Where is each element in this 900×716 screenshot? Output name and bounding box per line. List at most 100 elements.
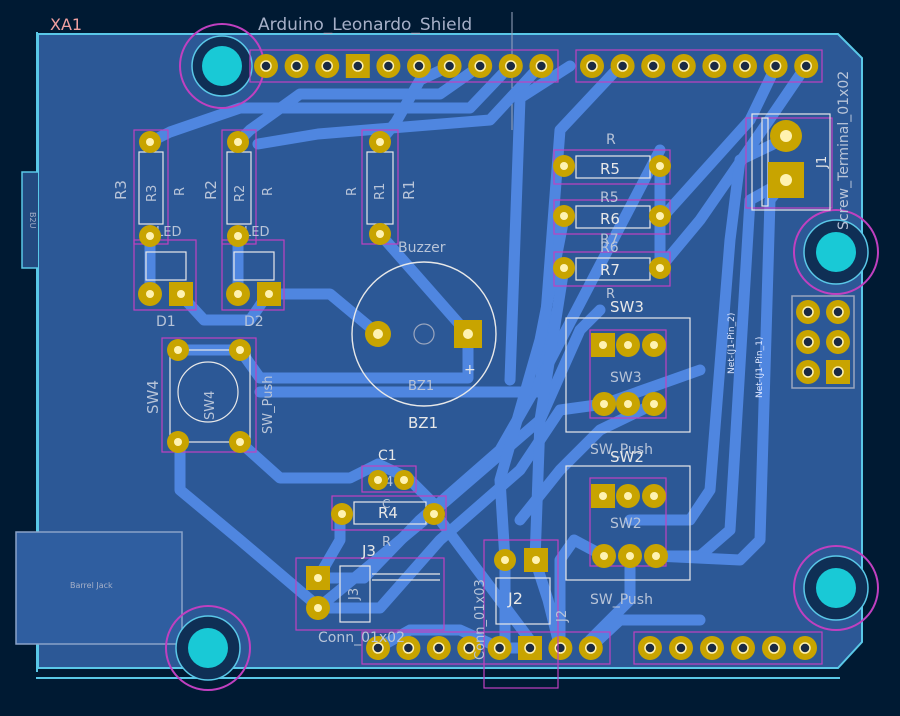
sw4-pad-3 [167, 431, 189, 453]
header-top-right-pin-4 [671, 54, 696, 78]
sw2-ref: SW2 [610, 448, 644, 466]
net-j1-pin2: Net-(J1-Pin_2) [727, 313, 737, 374]
r4-pad-1 [331, 503, 353, 525]
buzzer-plus: + [464, 362, 476, 378]
buzzer-pad-2 [454, 320, 482, 348]
r1-pad-1 [369, 131, 391, 153]
j3-fab: J3 [347, 588, 362, 601]
c1-ref: C1 [378, 448, 397, 464]
r5-pad-2 [649, 155, 671, 177]
header-bottom-left-pin-3 [426, 636, 451, 660]
r3-val: R [173, 187, 188, 196]
header-top-right-pin-2 [610, 54, 635, 78]
header-top-right-pin-1 [580, 54, 604, 78]
r7-pad-1 [553, 257, 575, 279]
header-bottom-right [633, 631, 823, 665]
d1-ref: D1 [156, 314, 176, 330]
r3-pad-1 [139, 131, 161, 153]
r2-pad-1 [227, 131, 249, 153]
header-bottom-right-pin-4 [731, 636, 755, 660]
barrel-jack-label: Barrel Jack [70, 581, 113, 590]
terminal-value-vertical: Screw_Terminal_01x02 [836, 71, 852, 230]
header-top-left-pin-8 [468, 54, 493, 78]
sw2-fab: SW2 [610, 516, 642, 532]
header-top-left-pin-4 [345, 54, 370, 78]
r2-fab: R2 [233, 185, 248, 202]
icsp-outline [791, 295, 855, 389]
r7-pad-2 [649, 257, 671, 279]
r6-pad-1 [553, 205, 575, 227]
header-top-left-pin-1 [254, 54, 278, 78]
board-outer-edge [36, 32, 38, 672]
header-bottom-right-pin-2 [669, 636, 693, 660]
header-bottom-left [361, 631, 611, 665]
j2-ref: J2 [507, 589, 523, 608]
r4-pad-2 [423, 503, 445, 525]
r6-val: R6 [600, 240, 619, 256]
barrel-jack-outline [15, 531, 183, 645]
r5-val: R [606, 132, 616, 148]
j1-ref: J1 [815, 156, 830, 169]
header-bottom-left-pin-7 [548, 636, 573, 660]
d1-val: LED [156, 225, 181, 240]
sw4-fab: SW4 [203, 391, 218, 420]
header-top-left-pin-2 [284, 54, 309, 78]
sw3-pad-2 [616, 333, 640, 357]
component-outlines [133, 113, 833, 689]
icsp-pin-3 [796, 330, 820, 354]
buzzer-ref: BZ1 [408, 414, 438, 432]
j1-pad-2 [770, 120, 802, 152]
sw4-val: SW_Push [261, 376, 276, 434]
j3-ref: J3 [361, 542, 376, 560]
r2-ref: R2 [202, 180, 220, 200]
buzzer-fab: BZ1 [408, 379, 434, 394]
header-bottom-left-pin-1 [366, 636, 390, 660]
sw3-pad-1 [591, 333, 615, 357]
header-bottom-right-pin-5 [762, 636, 786, 660]
icsp-pin-6 [826, 360, 850, 384]
sw3-fab: SW3 [610, 370, 642, 386]
r5-ref: R5 [600, 190, 619, 206]
sw3-pad-6 [642, 392, 666, 416]
net-j1-pin1: Net-(J1-Pin_1) [755, 337, 765, 398]
header-bottom-right-pin-3 [700, 636, 724, 660]
icsp-pin-5 [796, 360, 820, 384]
icsp-pin-2 [826, 300, 850, 324]
r3-fab: R3 [145, 185, 160, 202]
j1-pad-1 [768, 162, 804, 198]
header-top-right-pin-5 [702, 54, 727, 78]
header-bottom-left-pin-4 [457, 636, 482, 660]
c1-pad-2 [394, 470, 414, 490]
icsp-pin-4 [826, 330, 850, 354]
header-bottom-right-pin-6 [793, 636, 817, 660]
header-top-left-pin-3 [315, 54, 340, 78]
header-top-left-pin-7 [437, 54, 462, 78]
sw4-pad-1 [167, 339, 189, 361]
header-top-right-pin-7 [763, 54, 788, 78]
sw3-val: SW_Push [590, 442, 653, 458]
r2-val: R [261, 187, 276, 196]
sw3-pad-3 [642, 333, 666, 357]
r3-ref: R3 [112, 180, 130, 200]
header-bottom-left-pin-8 [578, 636, 603, 660]
component-pads [138, 120, 804, 620]
side-label: B2U [28, 212, 37, 229]
r3-pad-2 [139, 225, 161, 247]
j2-val: Conn_01x03 [473, 579, 488, 660]
header-top-right [575, 49, 823, 83]
j3-val: Conn_01x02 [318, 630, 405, 646]
header-top-right-pin-6 [733, 54, 757, 78]
sw4-pad-4 [229, 431, 251, 453]
j2-pad-1 [494, 549, 516, 571]
r4-val: R [382, 535, 391, 550]
r7-ref: R7 [600, 232, 619, 248]
board-title: Arduino_Leonardo_Shield [258, 15, 472, 35]
header-bottom-left-pin-5 [487, 636, 512, 660]
pads-layer [254, 54, 850, 660]
j3-pad-2 [306, 596, 330, 620]
sw2-pad-1 [591, 484, 615, 508]
sw2-pad-3 [642, 484, 666, 508]
header-bottom-left-pin-2 [396, 636, 421, 660]
r6-fab: R6 [600, 210, 620, 228]
